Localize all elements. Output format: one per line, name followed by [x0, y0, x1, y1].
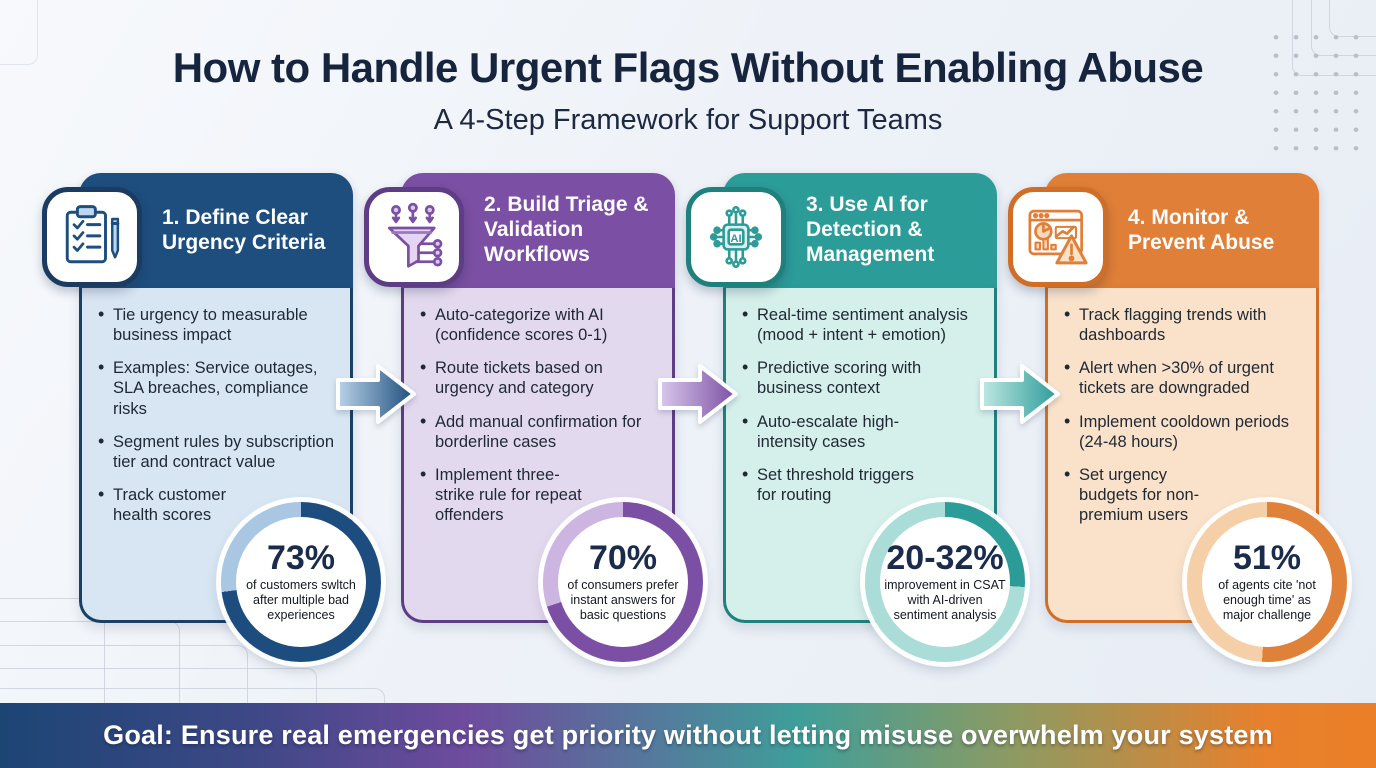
step-2-bullet-list: Auto-categorize with AI (confidence scor… — [418, 304, 662, 525]
step-4-bullet-list: Track flagging trends with dashboards Al… — [1062, 304, 1306, 525]
step-3-bullet-list: Real-time sentiment analysis (mood + int… — [740, 304, 984, 505]
bullet-item: Alert when >30% of urgent tickets are do… — [1062, 357, 1306, 398]
step-2-title: 2. Build Triage & Validation Workflows — [484, 193, 649, 266]
stat-value: 73% — [266, 539, 336, 578]
step-1-body: Tie urgency to measurable business impac… — [79, 288, 381, 662]
flow-arrow-right-icon — [980, 364, 1060, 424]
bullet-item: Route tickets based on urgency and categ… — [418, 357, 662, 398]
dot-grid-decoration — [1266, 28, 1366, 156]
flow-arrow-right-icon — [336, 364, 416, 424]
step-2-body: Auto-categorize with AI (confidence scor… — [401, 288, 703, 662]
stat-donut-4: 51% of agents cite 'not enough time' as … — [1187, 502, 1347, 662]
page-subtitle: A 4-Step Framework for Support Teams — [433, 104, 943, 136]
bullet-item: Auto-escalate high-intensity cases — [740, 410, 925, 452]
corner-frame-decoration — [0, 621, 180, 768]
bullet-item: Set threshold triggers for routing — [740, 464, 925, 505]
page-title: How to Handle Urgent Flags Without Enabl… — [172, 44, 1204, 91]
stat-caption: of customers swltch after multiple bad e… — [246, 578, 356, 622]
step-1-title: 1. Define Clear Urgency Criteria — [162, 205, 326, 254]
stat-value: 20-32% — [886, 539, 1004, 578]
clipboard-checklist-icon — [42, 187, 142, 287]
bullet-item: Tie urgency to measurable business impac… — [96, 304, 340, 345]
step-card-3: 3. Use AI for Detection & Management AI … — [686, 173, 1025, 662]
bullet-item: Track customer health scores — [96, 484, 236, 525]
stat-donut-2: 70% of consumers prefer instant answers … — [543, 502, 703, 662]
bullet-item: Segment rules by subscription tier and c… — [96, 431, 340, 472]
dashboard-alert-icon — [1008, 187, 1108, 287]
bullet-item: Add manual confirmation for borderline c… — [418, 410, 662, 452]
step-card-2: 2. Build Triage & Validation Workflows A… — [364, 173, 703, 662]
flow-arrow-right-icon — [658, 364, 738, 424]
stat-value: 51% — [1232, 539, 1302, 578]
step-3-title: 3. Use AI for Detection & Management — [806, 193, 935, 266]
stat-donut-3: 20-32% improvement in CSAT with AI-drive… — [865, 502, 1025, 662]
step-3-body: Real-time sentiment analysis (mood + int… — [723, 288, 1025, 662]
step-4-body: Track flagging trends with dashboards Al… — [1045, 288, 1347, 662]
step-1-bullet-list: Tie urgency to measurable business impac… — [96, 304, 340, 525]
stat-caption: of agents cite 'not enough time' as majo… — [1218, 578, 1316, 622]
stat-caption: improvement in CSAT with AI-driven senti… — [884, 578, 1006, 622]
triage-funnel-icon — [364, 187, 464, 287]
step-card-4: 4. Monitor & Prevent Abuse Track flaggin… — [1008, 173, 1347, 662]
corner-frame-decoration — [0, 0, 38, 65]
bullet-item: Auto-categorize with AI (confidence scor… — [418, 304, 662, 345]
stat-caption: of consumers prefer instant answers for … — [567, 578, 679, 622]
bullet-item: Track flagging trends with dashboards — [1062, 304, 1306, 345]
step-4-title: 4. Monitor & Prevent Abuse — [1128, 205, 1275, 254]
bullet-item: Examples: Service outages, SLA breaches,… — [96, 357, 340, 418]
bullet-item: Predictive scoring with business context — [740, 357, 984, 398]
bullet-item: Set urgency budgets for non-premium user… — [1062, 464, 1212, 525]
ai-chip-icon: AI — [686, 187, 786, 287]
bullet-item: Real-time sentiment analysis (mood + int… — [740, 304, 984, 345]
bullet-item: Implement three-strike rule for repeat o… — [418, 464, 583, 525]
goal-banner: Goal: Ensure real emergencies get priori… — [0, 703, 1376, 768]
svg-text:AI: AI — [730, 233, 741, 245]
step-card-1: 1. Define Clear Urgency Criteria Tie urg… — [42, 173, 381, 662]
bullet-item: Implement cooldown periods (24-48 hours) — [1062, 410, 1306, 452]
goal-banner-text: Goal: Ensure real emergencies get priori… — [103, 720, 1273, 750]
stat-value: 70% — [588, 539, 658, 578]
stat-donut-1: 73% of customers swltch after multiple b… — [221, 502, 381, 662]
corner-frame-decoration — [0, 598, 105, 768]
